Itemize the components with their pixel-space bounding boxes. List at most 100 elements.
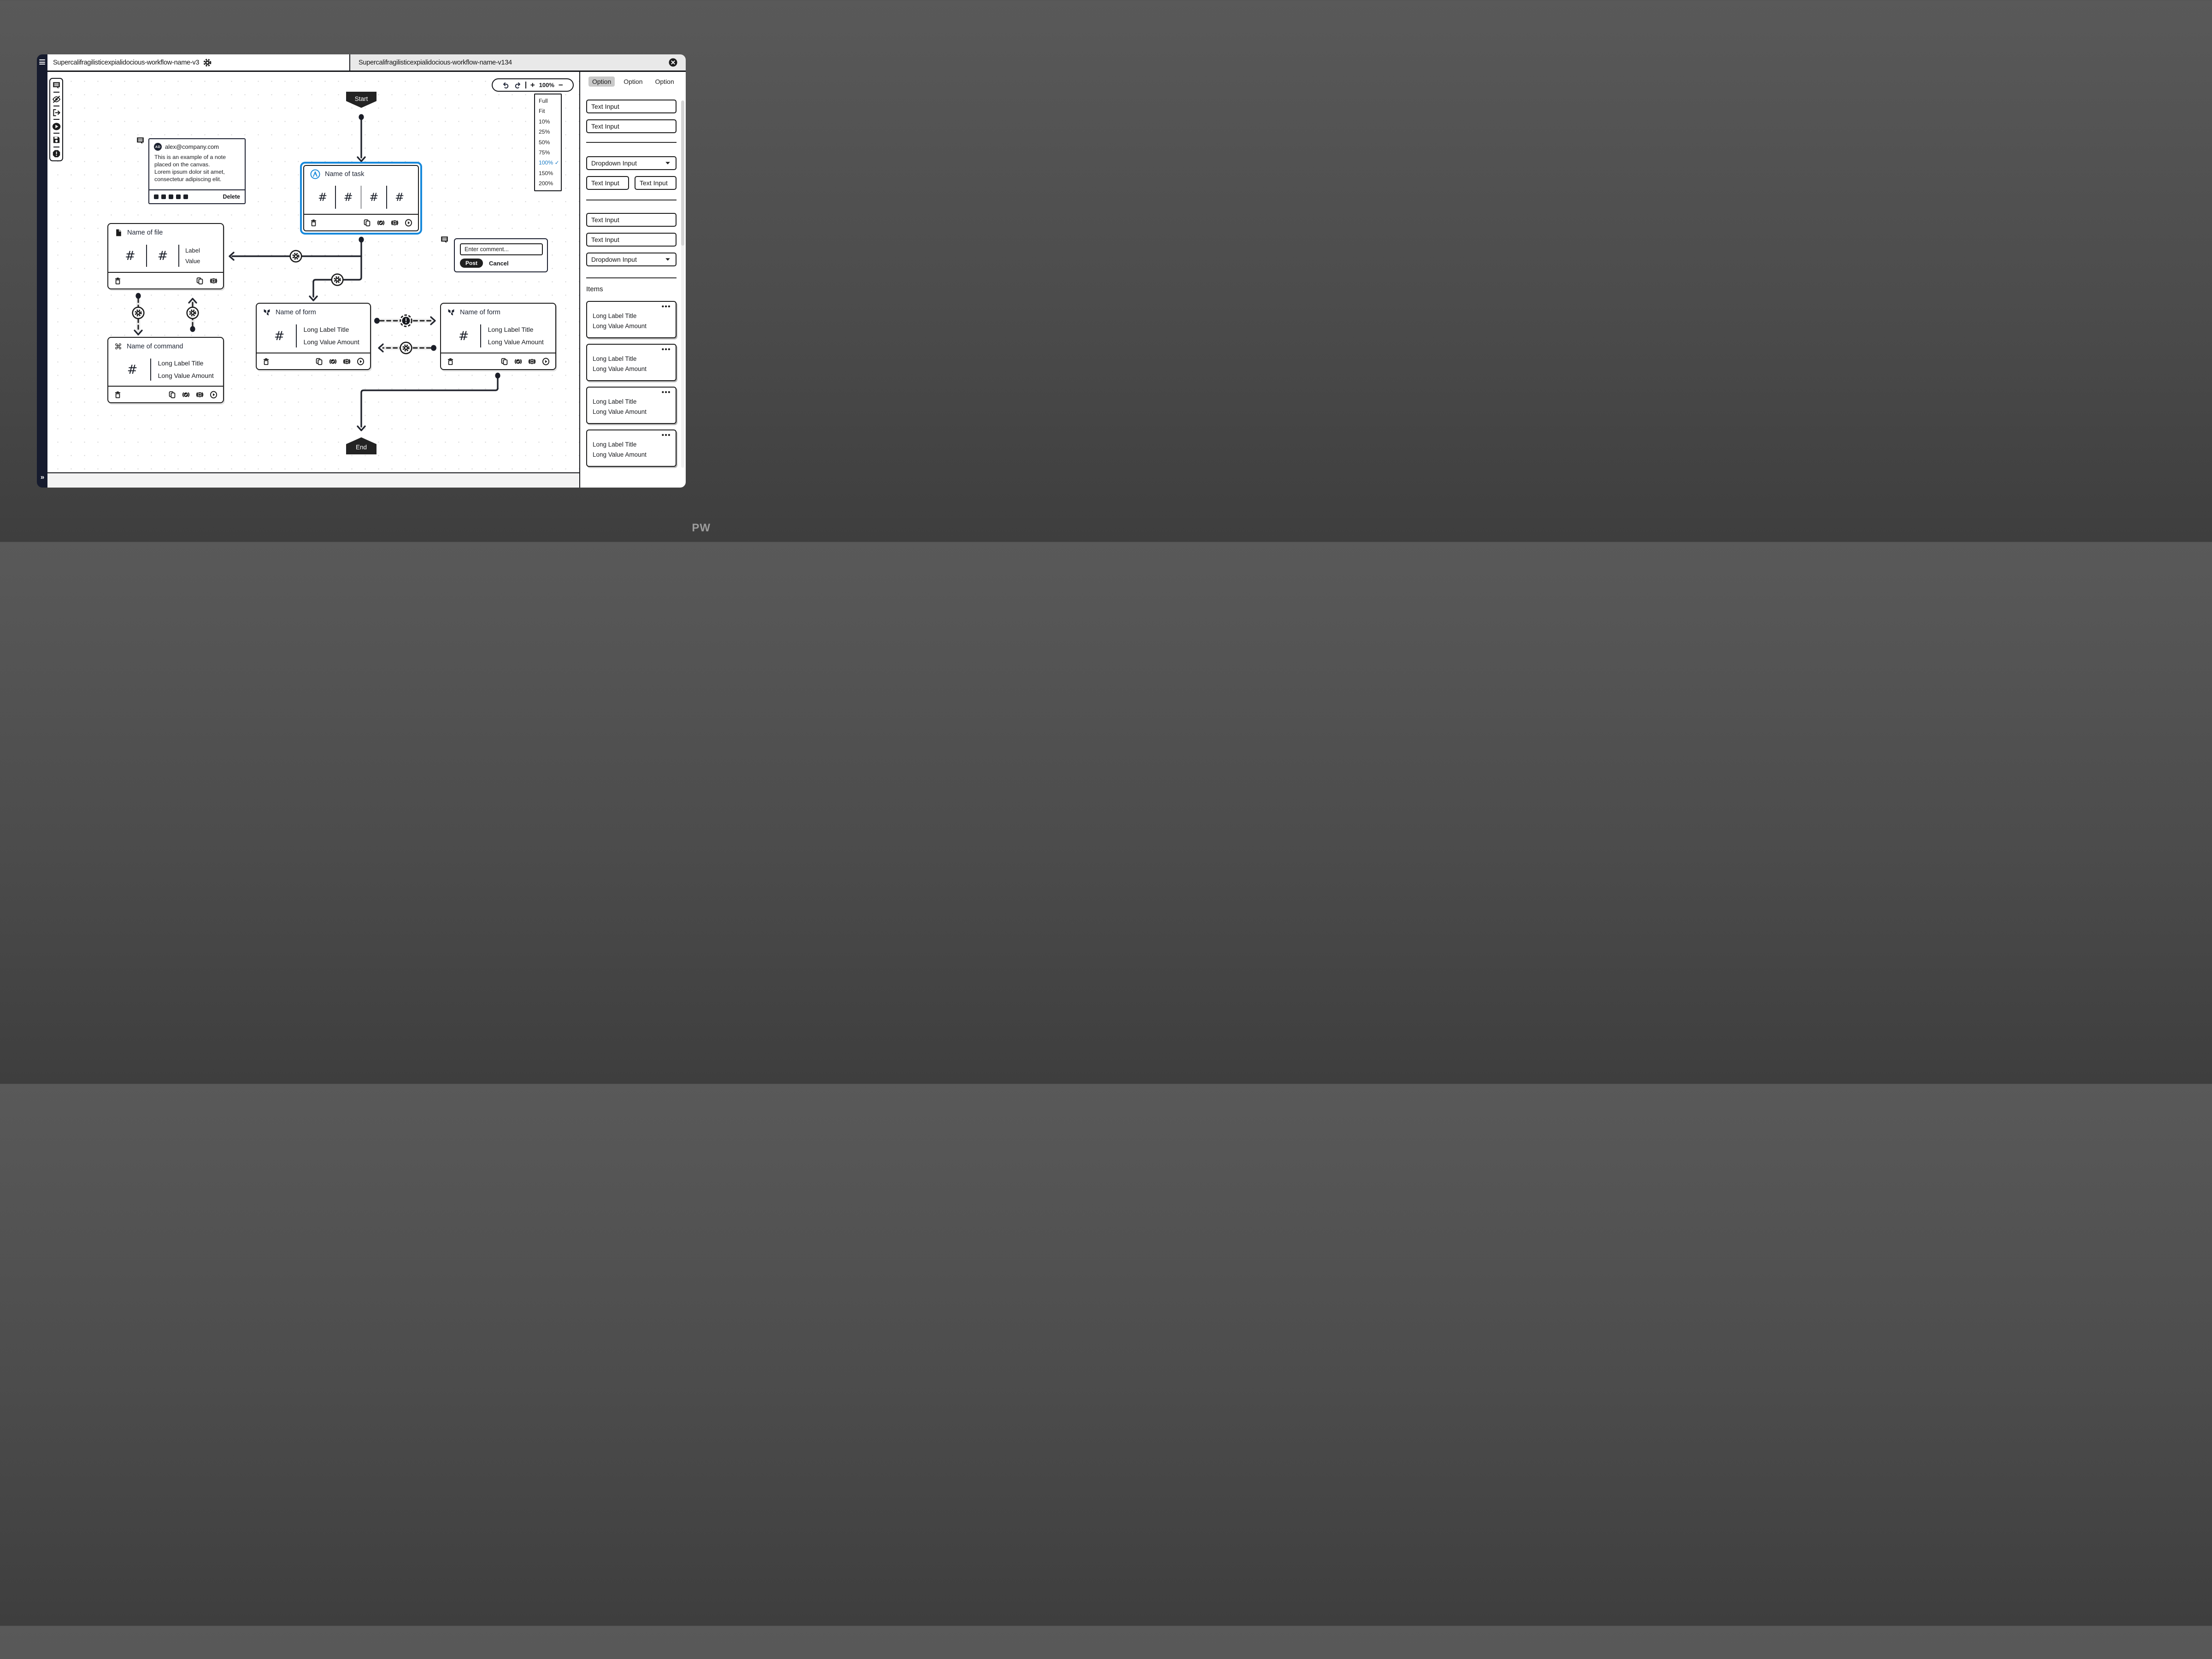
play-circle-icon[interactable] (357, 358, 365, 365)
canvas-note[interactable]: AD alex@company.com This is an example o… (148, 138, 246, 204)
expand-rail-icon[interactable]: » (40, 473, 45, 481)
save-icon[interactable] (52, 135, 61, 144)
zoom-menu-item[interactable]: 150% (539, 170, 553, 176)
note-color-swatch[interactable] (183, 194, 188, 199)
text-input[interactable]: Text Input (586, 213, 677, 227)
dropdown-input[interactable]: Dropdown Input (586, 253, 677, 266)
list-item[interactable]: ••• Long Label Title Long Value Amount (586, 344, 677, 381)
play-circle-icon[interactable] (210, 391, 218, 399)
dropdown-input[interactable]: Dropdown Input (586, 156, 677, 170)
comment-lines-icon[interactable] (52, 81, 61, 90)
node-task[interactable]: Name of task # # # # (303, 165, 419, 231)
export-icon[interactable] (52, 108, 61, 117)
note-bubble-icon[interactable] (136, 136, 145, 145)
trash-icon[interactable] (447, 358, 454, 365)
divider (586, 277, 677, 278)
zoom-menu-item-selected[interactable]: 100% ✓ (535, 158, 561, 168)
gear-connector-icon[interactable] (132, 306, 145, 319)
list-item[interactable]: ••• Long Label Title Long Value Amount (586, 387, 677, 424)
more-menu-icon[interactable]: ••• (661, 388, 671, 396)
workflow-tab-inactive[interactable]: Supercalifragilisticexpialidocious-workf… (350, 54, 686, 71)
cancel-button[interactable]: Cancel (489, 259, 509, 267)
gear-connector-icon[interactable] (289, 250, 302, 263)
sync-plus-icon[interactable] (391, 219, 399, 227)
tab-option[interactable]: Option (624, 78, 643, 85)
text-input[interactable]: Text Input (586, 233, 677, 247)
copy-icon[interactable] (168, 391, 176, 399)
zoom-menu-item[interactable]: 50% (539, 139, 550, 146)
undo-icon[interactable] (502, 82, 510, 89)
workflow-canvas[interactable]: + 100% − Full Fit 10% 25% 50% 75% 100% ✓… (47, 72, 579, 472)
sync-plus-icon[interactable] (343, 358, 351, 365)
eye-off-icon[interactable] (52, 95, 61, 104)
note-color-swatch[interactable] (176, 194, 181, 199)
workflow-tab-active[interactable]: Supercalifragilisticexpialidocious-workf… (47, 54, 350, 71)
more-menu-icon[interactable]: ••• (661, 431, 671, 439)
zoom-menu-item[interactable]: 25% (539, 129, 550, 135)
zoom-menu-item[interactable]: 10% (539, 118, 550, 125)
zoom-level[interactable]: 100% (539, 82, 554, 88)
sync-check-icon[interactable] (514, 358, 522, 365)
copy-icon[interactable] (196, 277, 204, 285)
copy-icon[interactable] (363, 219, 371, 227)
zoom-menu-item[interactable]: Fit (539, 108, 545, 115)
trash-icon[interactable] (114, 391, 122, 399)
list-item[interactable]: ••• Long Label Title Long Value Amount (586, 429, 677, 467)
scrollbar-track[interactable] (681, 100, 684, 468)
start-node[interactable]: Start (346, 92, 377, 108)
divider (586, 142, 677, 143)
text-input[interactable]: Text Input (635, 176, 677, 190)
note-color-swatch[interactable] (154, 194, 159, 199)
more-menu-icon[interactable]: ••• (661, 346, 671, 353)
note-color-swatch[interactable] (161, 194, 166, 199)
node-title: Name of task (325, 171, 365, 178)
sync-plus-icon[interactable] (196, 391, 204, 399)
list-item[interactable]: ••• Long Label Title Long Value Amount (586, 301, 677, 338)
hamburger-menu-icon[interactable] (39, 59, 45, 65)
gear-connector-icon[interactable] (331, 273, 344, 286)
note-color-swatch[interactable] (169, 194, 173, 199)
sync-check-icon[interactable] (377, 219, 385, 227)
more-menu-icon[interactable]: ••• (661, 303, 671, 311)
gear-connector-icon[interactable] (186, 306, 199, 319)
text-input[interactable]: Text Input (586, 119, 677, 133)
gear-icon[interactable] (203, 59, 212, 67)
tab-option-selected[interactable]: Option (588, 76, 615, 87)
sync-plus-icon[interactable] (210, 277, 218, 285)
play-circle-icon[interactable] (542, 358, 550, 365)
text-input[interactable]: Text Input (586, 176, 629, 190)
redo-icon[interactable] (514, 82, 521, 89)
tab-option[interactable]: Option (655, 78, 674, 85)
zoom-in-button[interactable]: + (530, 81, 535, 89)
trash-icon[interactable] (114, 277, 122, 285)
sync-check-icon[interactable] (329, 358, 337, 365)
trash-icon[interactable] (310, 219, 318, 227)
scrollbar-thumb[interactable] (681, 100, 684, 246)
note-delete-button[interactable]: Delete (223, 194, 240, 200)
sync-check-icon[interactable] (182, 391, 190, 399)
close-icon[interactable] (669, 58, 677, 67)
comment-input[interactable] (460, 243, 543, 255)
play-filled-icon[interactable] (52, 122, 61, 131)
zoom-menu-item[interactable]: 75% (539, 149, 550, 156)
post-button[interactable]: Post (460, 259, 483, 268)
alert-octagon-icon[interactable] (52, 149, 61, 158)
alert-connector-icon[interactable] (400, 314, 412, 327)
copy-icon[interactable] (315, 358, 323, 365)
copy-icon[interactable] (500, 358, 508, 365)
comment-bubble-icon[interactable] (440, 235, 449, 244)
text-input[interactable]: Text Input (586, 100, 677, 113)
end-node[interactable]: End (346, 437, 377, 454)
gear-connector-icon[interactable] (400, 341, 412, 354)
zoom-out-button[interactable]: − (558, 81, 563, 89)
zoom-menu-item[interactable]: 200% (539, 180, 553, 187)
sync-plus-icon[interactable] (528, 358, 536, 365)
play-circle-icon[interactable] (405, 219, 412, 227)
trash-icon[interactable] (262, 358, 270, 365)
zoom-menu-item[interactable]: Full (539, 98, 548, 104)
